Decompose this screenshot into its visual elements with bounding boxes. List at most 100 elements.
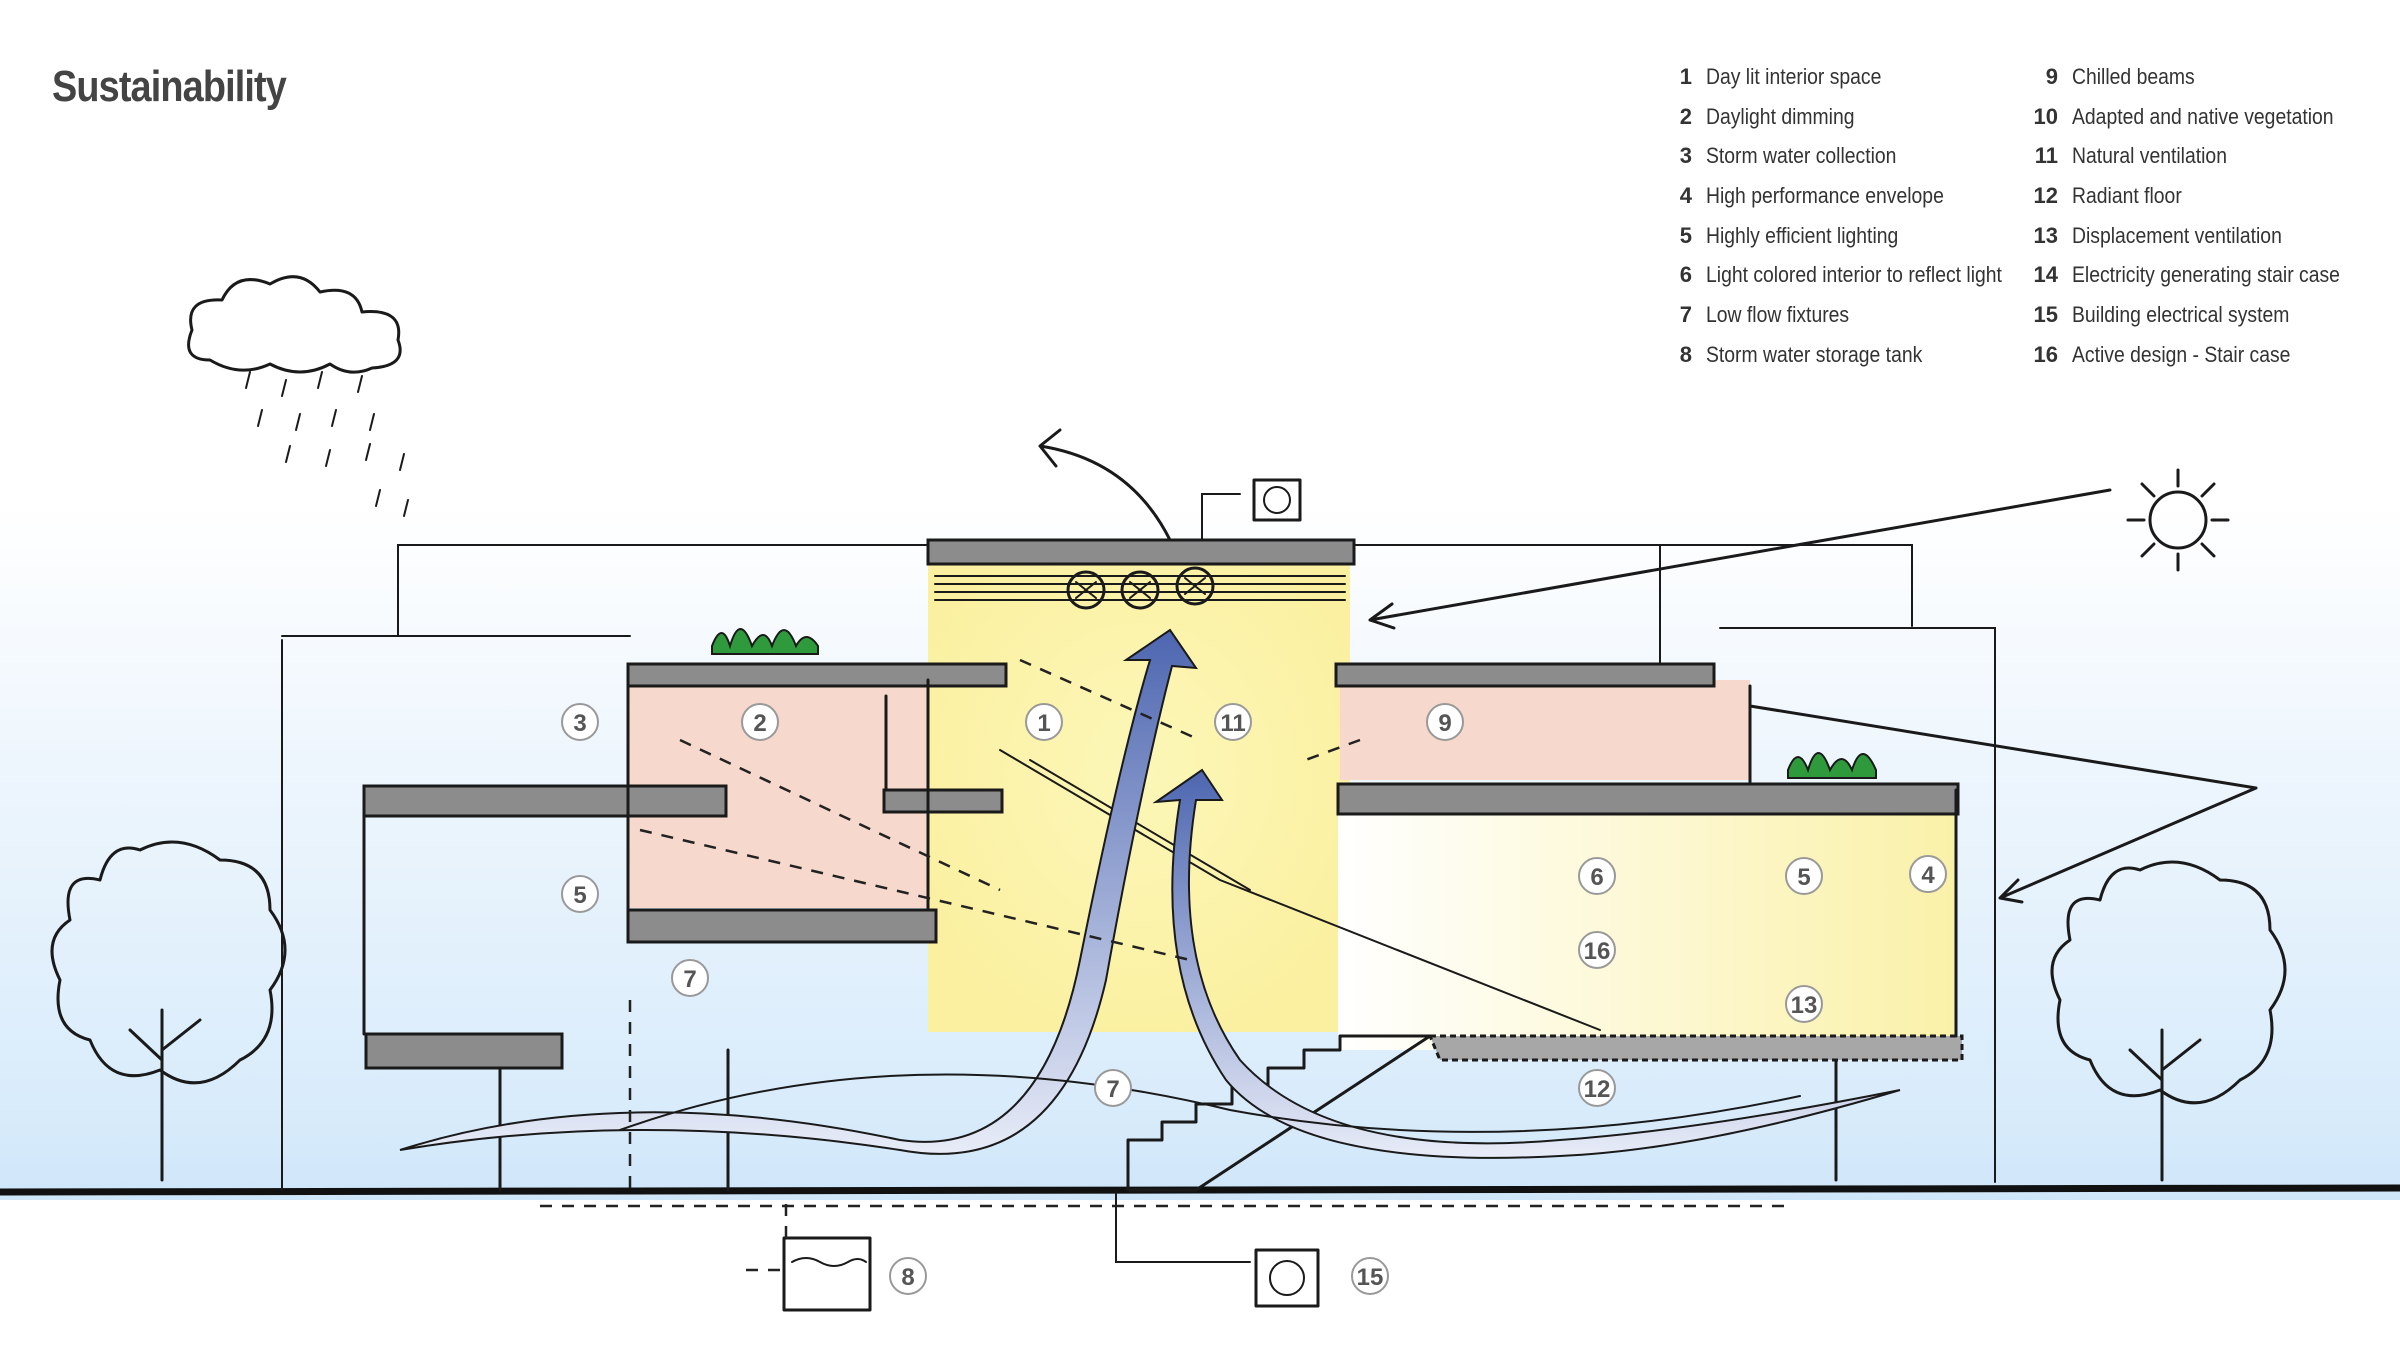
legend-label: High performance envelope (1706, 183, 1944, 209)
upper-right-room (1340, 680, 1750, 780)
sun-icon (2126, 468, 2230, 572)
marker-label: 11 (1220, 710, 1245, 737)
legend-item: 8 Storm water storage tank (1672, 342, 2042, 382)
legend-number: 13 (2033, 222, 2058, 248)
marker-6: 6 (1578, 857, 1616, 895)
legend-item: 6 Light colored interior to reflect light (1672, 262, 2042, 302)
daylight-paths (540, 658, 1790, 1208)
legend-item: 14 Electricity generating stair case (2028, 262, 2376, 302)
legend-number: 2 (1679, 103, 1692, 129)
floor-slab (364, 1032, 564, 1070)
marker-label: 16 (1584, 938, 1611, 965)
page-title: Sustainability (52, 62, 287, 111)
marker-label: 9 (1438, 710, 1451, 737)
legend-left-column: 1 Day lit interior space 2 Daylight dimmin… (1672, 64, 2042, 382)
marker-5: 5 (561, 875, 599, 913)
floor-slab (626, 662, 1008, 688)
legend-number: 5 (1679, 222, 1692, 248)
roof-slab (926, 538, 1356, 566)
legend-label: Chilled beams (2072, 64, 2195, 89)
marker-11: 11 (1214, 703, 1252, 741)
legend-label: Building electrical system (2072, 302, 2290, 328)
legend-label: Adapted and native vegetation (2072, 103, 2334, 129)
radiant-floor-slab (1427, 1034, 1964, 1062)
marker-7: 7 (1094, 1069, 1132, 1107)
legend-number: 8 (1679, 341, 1692, 367)
legend-label: Natural ventilation (2072, 143, 2227, 169)
legend-item: 4 High performance envelope (1672, 183, 2042, 223)
floor-slab (882, 788, 1004, 814)
marker-8: 8 (889, 1257, 927, 1295)
marker-label: 12 (1584, 1076, 1611, 1103)
floor-slab (1336, 782, 1960, 816)
legend-item: 11 Natural ventilation (2028, 143, 2376, 183)
tree-right (2050, 860, 2287, 1182)
marker-12: 12 (1578, 1069, 1616, 1107)
legend-item: 9 Chilled beams (2028, 64, 2376, 104)
tree-left (50, 840, 287, 1182)
marker-label: 3 (573, 710, 586, 737)
legend-label: Displacement ventilation (2072, 222, 2282, 248)
storm-water-tank-icon (746, 1204, 872, 1312)
legend-label: Active design - Stair case (2072, 341, 2291, 367)
marker-13: 13 (1785, 985, 1823, 1023)
legend-item: 16 Active design - Stair case (2028, 342, 2376, 382)
clerestory-louvers (934, 575, 1346, 601)
floor-slab (362, 784, 728, 818)
roof-vegetation (711, 628, 819, 655)
legend-label: Storm water collection (1706, 143, 1897, 169)
legend-label: Electricity generating stair case (2072, 262, 2340, 288)
legend-label: Day lit interior space (1706, 64, 1882, 89)
marker-label: 6 (1590, 864, 1603, 891)
marker-label: 7 (683, 966, 696, 993)
legend-number: 12 (2033, 183, 2058, 209)
marker-2: 2 (741, 703, 779, 741)
legend-number: 7 (1679, 302, 1692, 328)
marker-1: 1 (1025, 703, 1063, 741)
building-walls (362, 678, 1958, 1192)
marker-label: 5 (573, 882, 586, 909)
floor-slab (1334, 662, 1716, 688)
airflow-ribbons (399, 628, 1901, 1159)
marker-label: 1 (1037, 710, 1050, 737)
roof-fan-icon (1066, 566, 1215, 610)
legend-number: 1 (1679, 64, 1692, 89)
legend-item: 15 Building electrical system (2028, 302, 2376, 342)
legend-label: Daylight dimming (1706, 103, 1855, 129)
exhaust-arrow (1038, 428, 1172, 542)
marker-label: 15 (1357, 1264, 1384, 1291)
marker-5: 5 (1785, 857, 1823, 895)
legend-number: 11 (2034, 143, 2058, 169)
active-design-stair (999, 749, 1601, 1031)
legend-label: Storm water storage tank (1706, 341, 1923, 367)
sunlight-arrows (1368, 488, 2258, 904)
legend-item: 7 Low flow fixtures (1672, 302, 2042, 342)
ground-line (0, 1184, 2400, 1196)
legend-number: 16 (2033, 341, 2058, 367)
marker-3: 3 (561, 703, 599, 741)
legend-item: 13 Displacement ventilation (2028, 223, 2376, 263)
marker-16: 16 (1578, 931, 1616, 969)
legend-label: Low flow fixtures (1706, 302, 1850, 328)
legend-label: Highly efficient lighting (1706, 222, 1899, 248)
legend-number: 14 (2033, 262, 2058, 288)
legend-item: 1 Day lit interior space (1672, 64, 2042, 104)
marker-4: 4 (1909, 855, 1947, 893)
legend-number: 15 (2033, 302, 2058, 328)
legend-item: 5 Highly efficient lighting (1672, 223, 2042, 263)
legend-number: 6 (1679, 262, 1692, 288)
marker-label: 8 (901, 1264, 914, 1291)
legend-number: 9 (2045, 64, 2058, 89)
marker-label: 2 (753, 710, 766, 737)
marker-7: 7 (671, 959, 709, 997)
electrical-panel-icon (1115, 478, 1320, 1308)
legend-number: 4 (1679, 183, 1692, 209)
legend-item: 3 Storm water collection (1672, 143, 2042, 183)
terrace-vegetation (1787, 752, 1877, 779)
legend-label: Light colored interior to reflect light (1706, 262, 2002, 288)
legend-number: 3 (1679, 143, 1692, 169)
